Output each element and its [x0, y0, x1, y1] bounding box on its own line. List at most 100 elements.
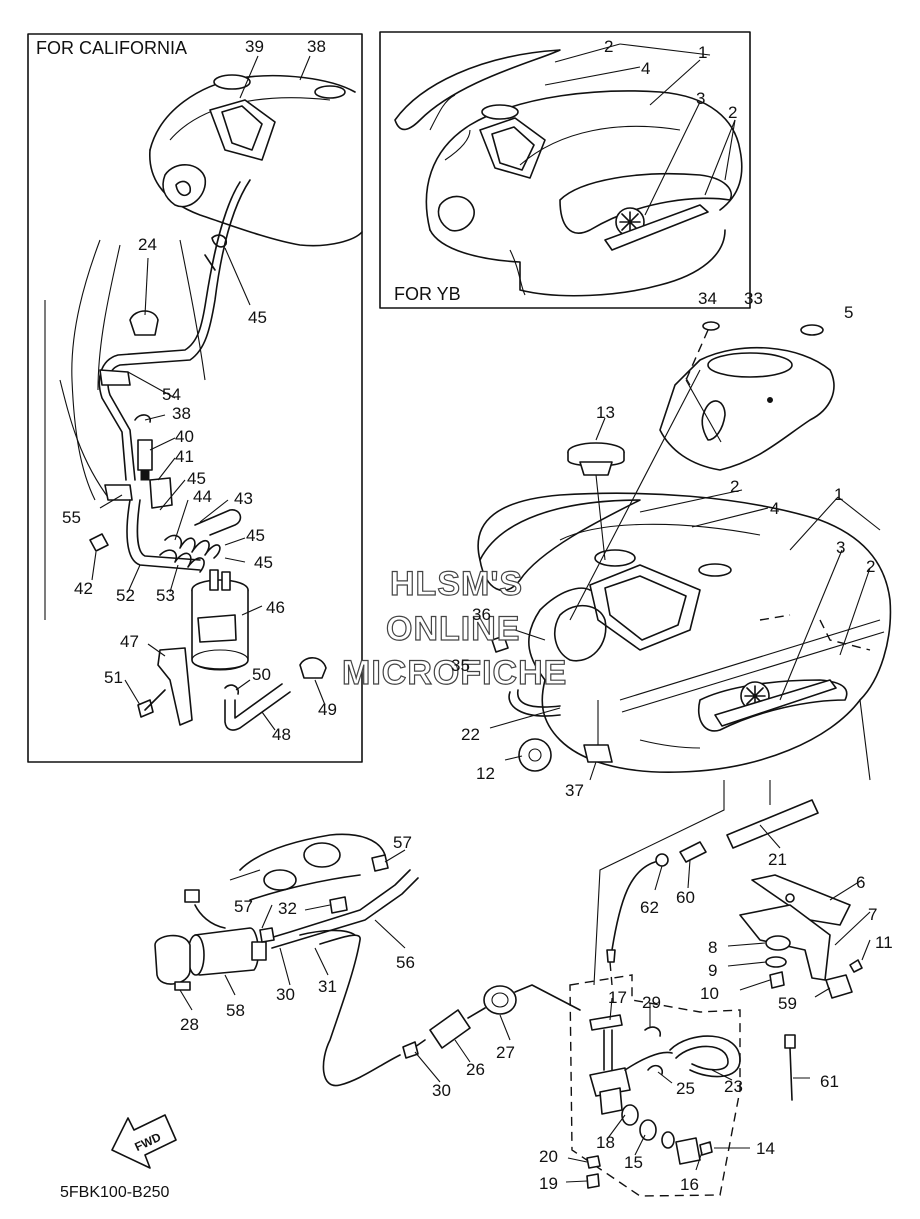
callout-62: 62 [640, 898, 659, 917]
callout-10: 10 [700, 984, 719, 1003]
diagram-code: 5FBK100-B250 [60, 1184, 170, 1201]
callout-44: 44 [193, 487, 212, 506]
callout-45: 45 [246, 526, 265, 545]
callout-1: 1 [698, 43, 707, 62]
callout-25: 25 [676, 1079, 695, 1098]
callout-60: 60 [676, 888, 695, 907]
callout-59: 59 [778, 994, 797, 1013]
tank-cover-33 [659, 346, 835, 471]
callout-8: 8 [708, 938, 717, 957]
callout-49: 49 [318, 700, 337, 719]
callout-61: 61 [820, 1072, 839, 1091]
callout-29: 29 [642, 993, 661, 1012]
callout-34: 34 [698, 289, 717, 308]
callout-48: 48 [272, 725, 291, 744]
callout-11: 11 [875, 933, 893, 952]
rear-bracket-group [739, 874, 863, 999]
callout-26: 26 [466, 1060, 485, 1079]
callout-20: 20 [539, 1147, 558, 1166]
callout-27: 27 [496, 1043, 515, 1062]
callout-45: 45 [187, 469, 206, 488]
callout-2: 2 [730, 477, 739, 496]
callout-51: 51 [104, 668, 123, 687]
callout-46: 46 [266, 598, 285, 617]
fwd-arrow-icon: FWD [111, 1114, 177, 1169]
callout-2: 2 [728, 103, 737, 122]
callout-31: 31 [318, 977, 337, 996]
pad-strip-21 [726, 799, 819, 849]
callout-37: 37 [565, 781, 584, 800]
callout-23: 23 [724, 1077, 743, 1096]
cable-tie-61 [784, 1034, 796, 1101]
callout-45: 45 [248, 308, 267, 327]
callout-3: 3 [836, 538, 845, 557]
watermark-line-3: MICROFICHE [342, 654, 567, 692]
yb-box-frame [379, 31, 751, 309]
rubber-damper-12 [518, 738, 552, 772]
callout-1: 1 [834, 485, 843, 504]
california-box-frame [27, 33, 363, 763]
callout-5: 5 [844, 303, 853, 322]
frame-section [229, 833, 386, 901]
callout-18: 18 [596, 1133, 615, 1152]
callout-15: 15 [624, 1153, 643, 1172]
callout-19: 19 [539, 1174, 558, 1193]
california-box-label: FOR CALIFORNIA [36, 38, 187, 58]
callout-30: 30 [432, 1081, 451, 1100]
watermark-line-1: HLSM'S [390, 565, 523, 603]
callout-7: 7 [868, 905, 877, 924]
callout-57: 57 [393, 833, 412, 852]
fuel-cock-group [569, 974, 741, 1197]
callout-2: 2 [604, 37, 613, 56]
callout-17: 17 [608, 988, 627, 1007]
grommet-5 [800, 324, 824, 336]
callout-52: 52 [116, 586, 135, 605]
callout-numbers: 39 38 24 45 54 38 40 41 45 44 43 45 45 5… [62, 37, 893, 1194]
watermark-line-2: ONLINE [386, 610, 520, 648]
callout-2: 2 [866, 557, 875, 576]
coil-spring-44 [159, 534, 221, 573]
clamp-27 [483, 985, 517, 1015]
callout-35: 35 [451, 656, 470, 675]
callout-47: 47 [120, 632, 139, 651]
callout-56: 56 [396, 953, 415, 972]
callout-42: 42 [74, 579, 93, 598]
callout-16: 16 [680, 1175, 699, 1194]
callout-4: 4 [770, 499, 779, 518]
callout-33: 33 [744, 289, 763, 308]
leader-lines [179, 369, 881, 1183]
callout-32: 32 [278, 899, 297, 918]
fuel-pump-46 [191, 569, 249, 671]
callout-21: 21 [768, 850, 787, 869]
callout-50: 50 [252, 665, 271, 684]
california-inset: FOR CALIFORNIA [27, 33, 363, 763]
callout-28: 28 [180, 1015, 199, 1034]
screw-34 [685, 321, 720, 381]
callout-45: 45 [254, 553, 273, 572]
callout-40: 40 [175, 427, 194, 446]
callout-39: 39 [245, 37, 264, 56]
callout-54: 54 [162, 385, 181, 404]
callout-22: 22 [461, 725, 480, 744]
callout-30: 30 [276, 985, 295, 1004]
callout-53: 53 [156, 586, 175, 605]
callout-6: 6 [856, 873, 865, 892]
callout-12: 12 [476, 764, 495, 783]
callout-57: 57 [234, 897, 253, 916]
yb-inset: FOR YB [379, 31, 751, 309]
callout-41: 41 [175, 447, 194, 466]
callout-58: 58 [226, 1001, 245, 1020]
callout-24: 24 [138, 235, 157, 254]
callout-14: 14 [756, 1139, 775, 1158]
callout-9: 9 [708, 961, 717, 980]
callout-43: 43 [234, 489, 253, 508]
main-fuel-tank [477, 492, 892, 773]
fuel-filter-26 [414, 1007, 486, 1049]
yb-box-label: FOR YB [394, 284, 461, 304]
callout-13: 13 [596, 403, 615, 422]
callout-38: 38 [307, 37, 326, 56]
cable-60-62 [606, 841, 707, 986]
callout-4: 4 [641, 59, 650, 78]
watermark: HLSM'S ONLINE MICROFICHE [341, 564, 567, 692]
